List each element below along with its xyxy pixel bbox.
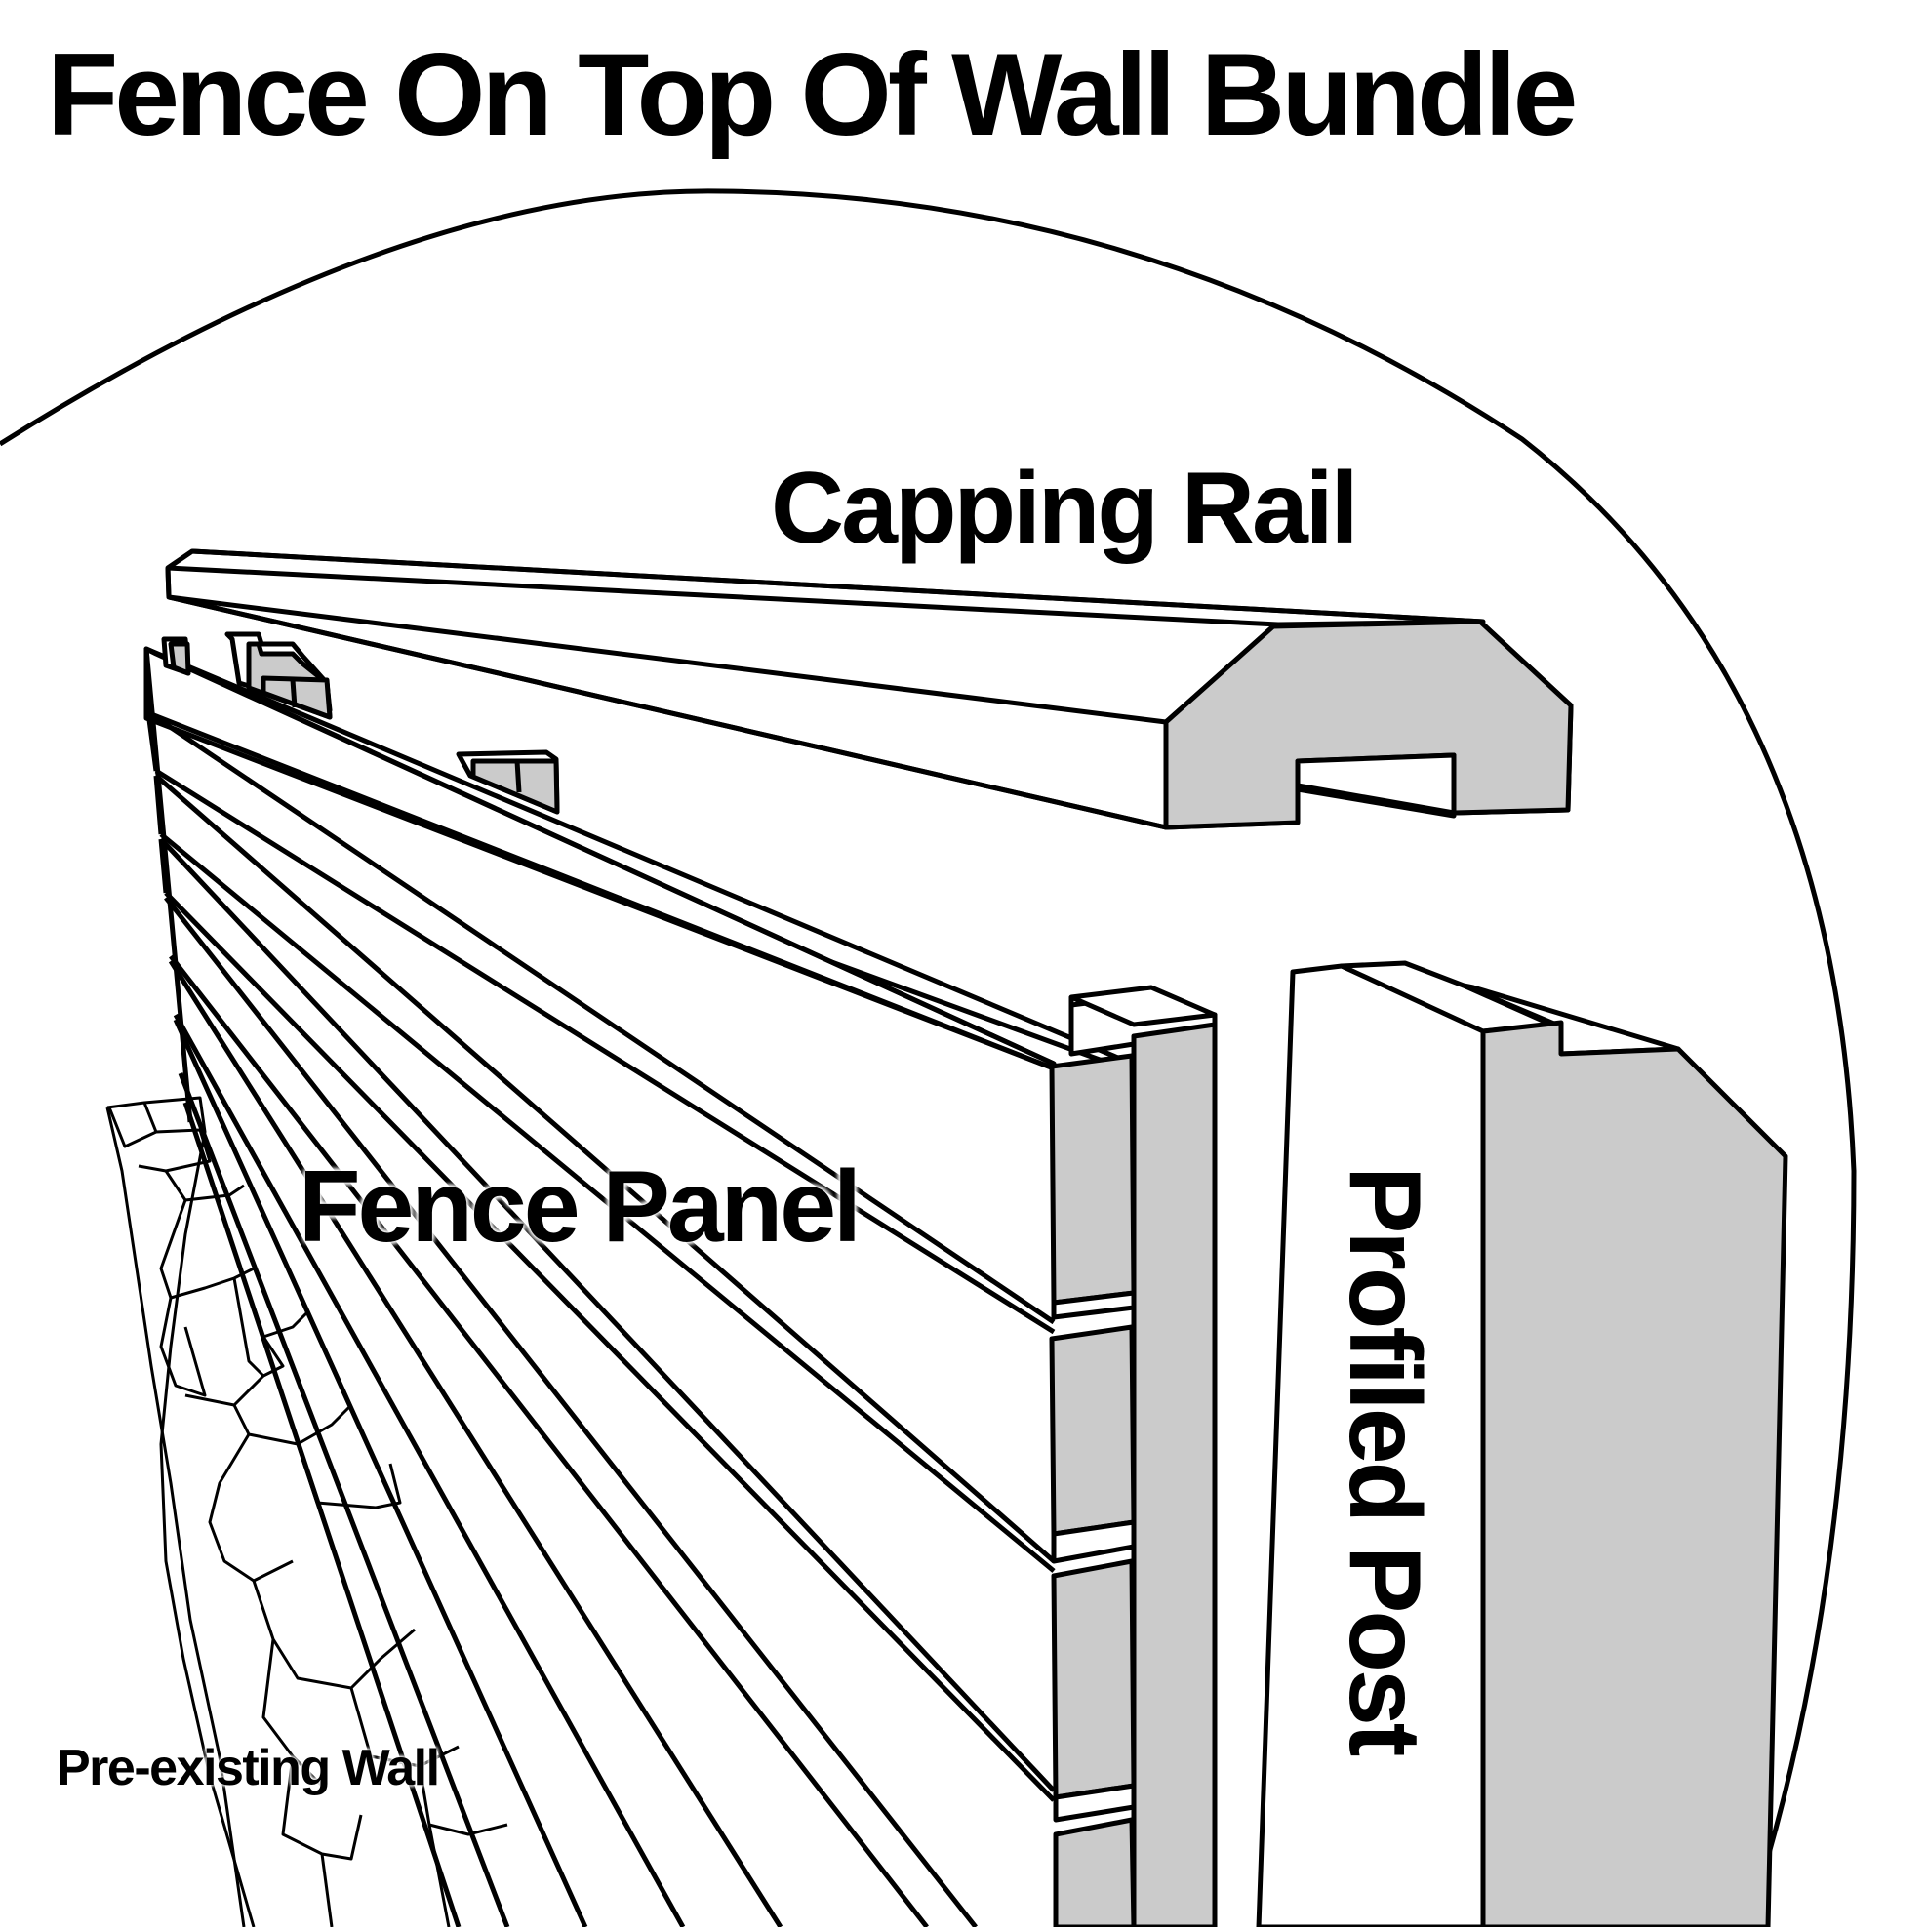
fence-panel-end (1049, 985, 1218, 1930)
fence-panel-boards (143, 646, 1135, 1929)
capping-rail (165, 548, 1574, 830)
profiled-post-label: Profiled Post (1328, 1166, 1441, 1754)
profiled-post (1256, 960, 1788, 1930)
panel-clips (161, 631, 560, 815)
capping-rail-label: Capping Rail (771, 452, 1359, 565)
pre-existing-wall (105, 1096, 508, 1928)
page-title: Fence On Top Of Wall Bundle (47, 29, 1578, 160)
frame-circle (0, 188, 1857, 1928)
fence-panel-label: Fence Panel (299, 1150, 862, 1264)
pre-existing-wall-label: Pre-existing Wall (57, 1740, 440, 1796)
